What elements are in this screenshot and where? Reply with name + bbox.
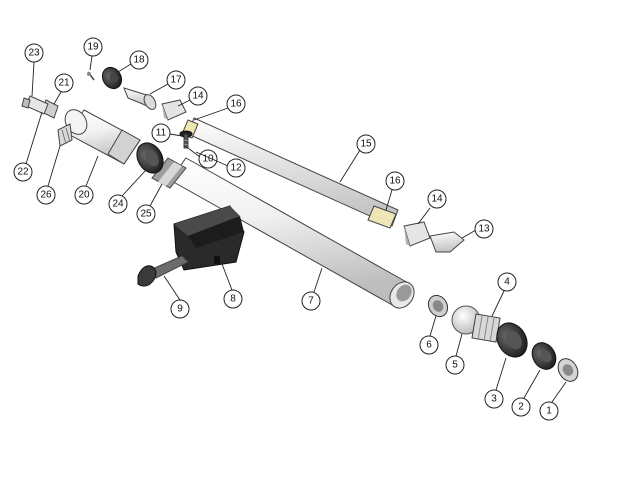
callout-16-lower: 16 — [385, 171, 405, 211]
part-6-fitting — [427, 294, 449, 318]
callout-14-upper: 14 — [177, 86, 208, 107]
callout-9: 9 — [163, 275, 190, 319]
callout-12-label: 12 — [230, 163, 242, 174]
callout-5: 5 — [445, 333, 465, 375]
part-14-lower-wedge — [403, 221, 431, 247]
part-3-dark-ring — [496, 322, 528, 358]
callout-12: 12 — [195, 151, 246, 178]
callout-16-lower-label: 16 — [389, 176, 401, 187]
part-4-threaded-sleeve — [471, 313, 501, 343]
callouts-layer: 23 19 18 21 17 14 — [13, 37, 567, 421]
part-23-nozzle-fitting — [21, 95, 49, 115]
callout-23: 23 — [24, 43, 44, 97]
callout-8-label: 8 — [230, 294, 236, 305]
callout-15: 15 — [339, 134, 376, 183]
callout-2: 2 — [511, 369, 541, 417]
callout-14-upper-label: 14 — [192, 91, 204, 102]
callout-24-label: 24 — [112, 199, 124, 210]
callout-19-label: 19 — [87, 42, 99, 53]
callout-20-label: 20 — [78, 190, 90, 201]
callout-25-label: 25 — [140, 209, 152, 220]
callout-1-label: 1 — [546, 406, 552, 417]
callout-15-label: 15 — [360, 139, 372, 150]
callout-16-upper-label: 16 — [230, 99, 242, 110]
callout-18-label: 18 — [133, 55, 145, 66]
part-20-rear-body — [64, 109, 141, 165]
callout-18: 18 — [117, 50, 149, 73]
part-8-mounting-block — [173, 205, 245, 271]
callout-14-lower: 14 — [417, 189, 447, 225]
part-19-pin — [87, 71, 95, 81]
part-1-end-cap — [557, 358, 579, 382]
part-13-cone-tip — [429, 231, 465, 253]
callout-26-label: 26 — [40, 190, 52, 201]
callout-19: 19 — [83, 37, 103, 71]
part-17-cone-tip — [123, 87, 157, 110]
callout-3: 3 — [484, 357, 507, 409]
callout-25: 25 — [136, 183, 163, 224]
callout-16-upper: 16 — [193, 94, 246, 121]
callout-10-label: 10 — [202, 154, 214, 165]
parts-layer — [21, 66, 579, 382]
callout-26: 26 — [36, 145, 61, 205]
callout-9-label: 9 — [177, 304, 183, 315]
callout-17: 17 — [149, 70, 186, 95]
part-18-knurled-nut — [101, 66, 123, 90]
callout-2-label: 2 — [518, 402, 524, 413]
callout-21-label: 21 — [58, 78, 70, 89]
callout-22: 22 — [13, 111, 43, 182]
callout-13-label: 13 — [478, 224, 490, 235]
callout-6: 6 — [419, 315, 439, 355]
part-26-barbed-fitting — [57, 123, 73, 147]
callout-17-label: 17 — [170, 75, 182, 86]
callout-24: 24 — [108, 169, 147, 214]
callout-10: 10 — [187, 147, 218, 169]
callout-21: 21 — [53, 73, 74, 105]
callout-22-label: 22 — [17, 167, 29, 178]
part-14-upper-wedge — [161, 99, 187, 121]
callout-1: 1 — [539, 381, 567, 421]
callout-3-label: 3 — [491, 394, 497, 405]
callout-8: 8 — [221, 263, 243, 309]
callout-14-lower-label: 14 — [431, 194, 443, 205]
callout-23-label: 23 — [28, 48, 40, 59]
callout-4: 4 — [491, 272, 517, 317]
callout-7-label: 7 — [308, 296, 314, 307]
part-7-main-tube — [169, 157, 415, 309]
callout-6-label: 6 — [426, 340, 432, 351]
part-11-screw — [179, 130, 193, 149]
callout-20: 20 — [74, 155, 99, 205]
part-24-dark-ring — [136, 142, 164, 174]
callout-11-label: 11 — [156, 128, 167, 139]
callout-5-label: 5 — [452, 360, 458, 371]
part-15-long-rod — [181, 117, 399, 229]
callout-13: 13 — [461, 219, 494, 239]
callout-4-label: 4 — [504, 277, 510, 288]
part-9-handle-lever — [137, 255, 189, 287]
part-2-dark-ring — [531, 342, 557, 370]
callout-7: 7 — [301, 267, 323, 311]
callout-11: 11 — [151, 123, 183, 143]
